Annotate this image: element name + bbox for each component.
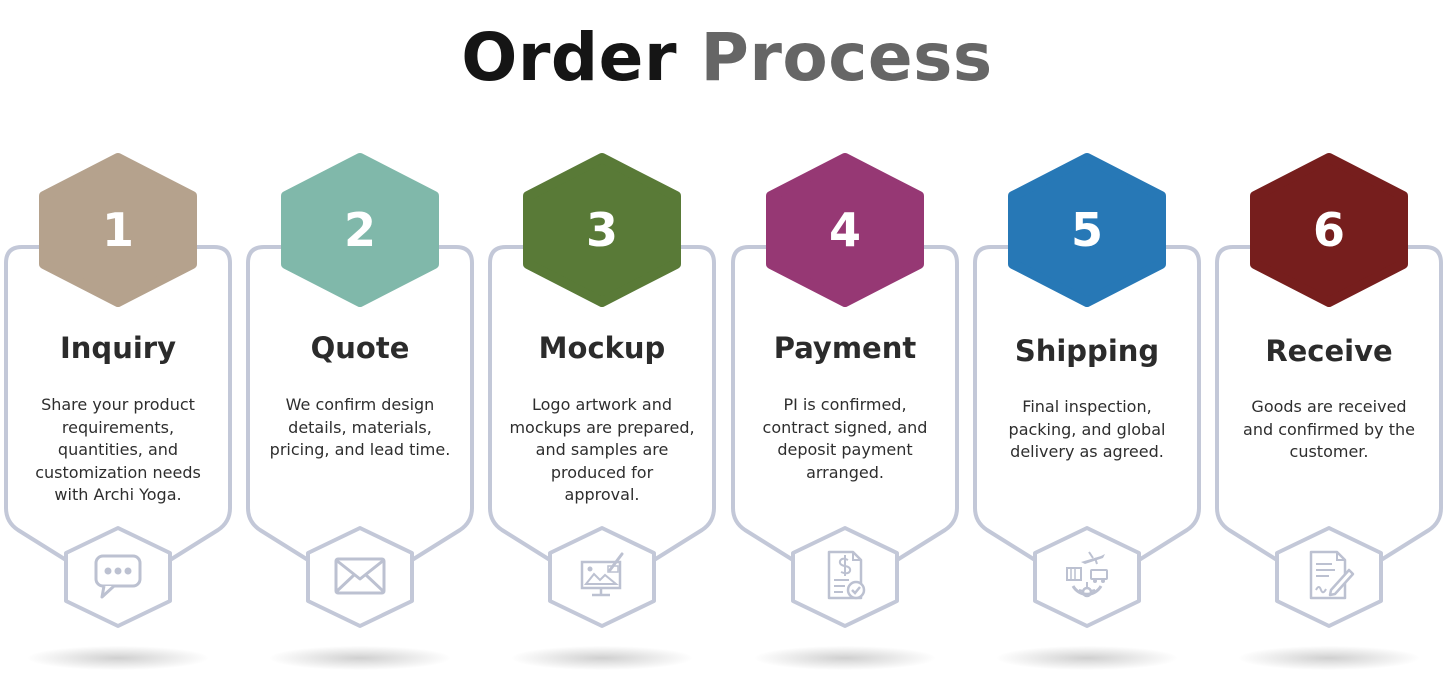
step-title: Payment [773,331,917,365]
step-frame [731,153,959,628]
description-line: contract signed, and [762,417,928,437]
description-line: delivery as agreed. [1010,442,1164,461]
description-line: mockups are prepared, [509,417,695,437]
description-line: Logo artwork and [531,395,672,414]
description-line: Share your product [41,395,195,414]
step-frame [246,153,474,628]
description-line: deposit payment [777,440,913,459]
description-line: Goods are received [1251,397,1407,416]
description-line: and confirmed by the [1243,419,1415,439]
step-quote: 2 Quote We confirm design details, mater… [240,0,480,681]
step-inquiry: 1 Inquiry Share your product requirement… [0,0,238,681]
number-hexagon [1250,153,1408,307]
description-line: with Archi Yoga. [54,485,182,504]
description-line: produced for [550,462,654,482]
card-shadow [270,646,450,670]
step-title: Inquiry [60,331,176,365]
description-line: and samples are [535,440,669,459]
step-number: 2 [343,203,376,257]
step-title: Mockup [538,331,666,365]
step-number: 6 [1312,203,1345,257]
page-title: Order Process [0,18,1454,98]
icon-hexagon [791,526,899,628]
step-frame [1215,153,1443,628]
step-number: 3 [585,203,618,257]
chat-bubble-icon [94,554,142,599]
description-line: Final inspection, [1022,397,1152,416]
title-word-order: Order [461,19,677,96]
card-shadow [997,646,1177,670]
description-line: quantities, and [57,440,179,459]
description-line: details, materials, [288,417,432,437]
number-hexagon [523,153,681,307]
description-line: packing, and global [1008,419,1166,439]
icon-hexagon [306,526,414,628]
card-shadow [755,646,935,670]
invoice-check-icon [827,550,866,600]
step-mockup: 3 Mockup Logo artwork and mockups are pr… [482,0,722,681]
step-number: 1 [101,203,134,257]
signed-document-icon [1309,550,1355,600]
description-line: approval. [564,485,640,504]
card-shadow [512,646,692,670]
icon-hexagon [1033,526,1141,628]
envelope-icon [334,557,386,595]
step-description: Share your product requirements, quantit… [20,394,216,507]
description-line: PI is confirmed, [783,395,907,414]
description-line: pricing, and lead time. [269,440,451,459]
global-logistics-icon [1066,551,1108,598]
step-number: 4 [828,203,861,257]
description-line: customization needs [35,462,201,482]
title-word-process: Process [700,19,993,96]
step-frame [488,153,716,628]
step-payment: 4 Payment PI is confirmed, contract sign… [725,0,965,681]
number-hexagon [39,153,197,307]
step-frame [973,153,1201,628]
design-monitor-icon [580,552,624,597]
step-description: Logo artwork and mockups are prepared, a… [504,394,700,507]
step-shipping: 5 Shipping Final inspection, packing, an… [967,0,1207,681]
number-hexagon [1008,153,1166,307]
step-title: Receive [1265,334,1393,368]
step-description: PI is confirmed, contract signed, and de… [747,394,943,484]
description-line: arranged. [806,462,884,482]
step-description: Goods are received and confirmed by the … [1231,396,1427,464]
step-number: 5 [1070,203,1103,257]
description-line: We confirm design [285,395,435,414]
step-title: Shipping [1014,334,1160,368]
icon-hexagon [64,526,172,628]
description-line: customer. [1289,442,1369,461]
step-description: Final inspection, packing, and global de… [989,396,1185,464]
step-title: Quote [310,331,410,365]
step-frame [4,153,232,628]
card-shadow [1239,646,1419,670]
number-hexagon [766,153,924,307]
step-description: We confirm design details, materials, pr… [262,394,458,462]
number-hexagon [281,153,439,307]
description-line: requirements, [61,417,175,437]
step-receive: 6 Receive Goods are received and confirm… [1209,0,1449,681]
card-shadow [28,646,208,670]
